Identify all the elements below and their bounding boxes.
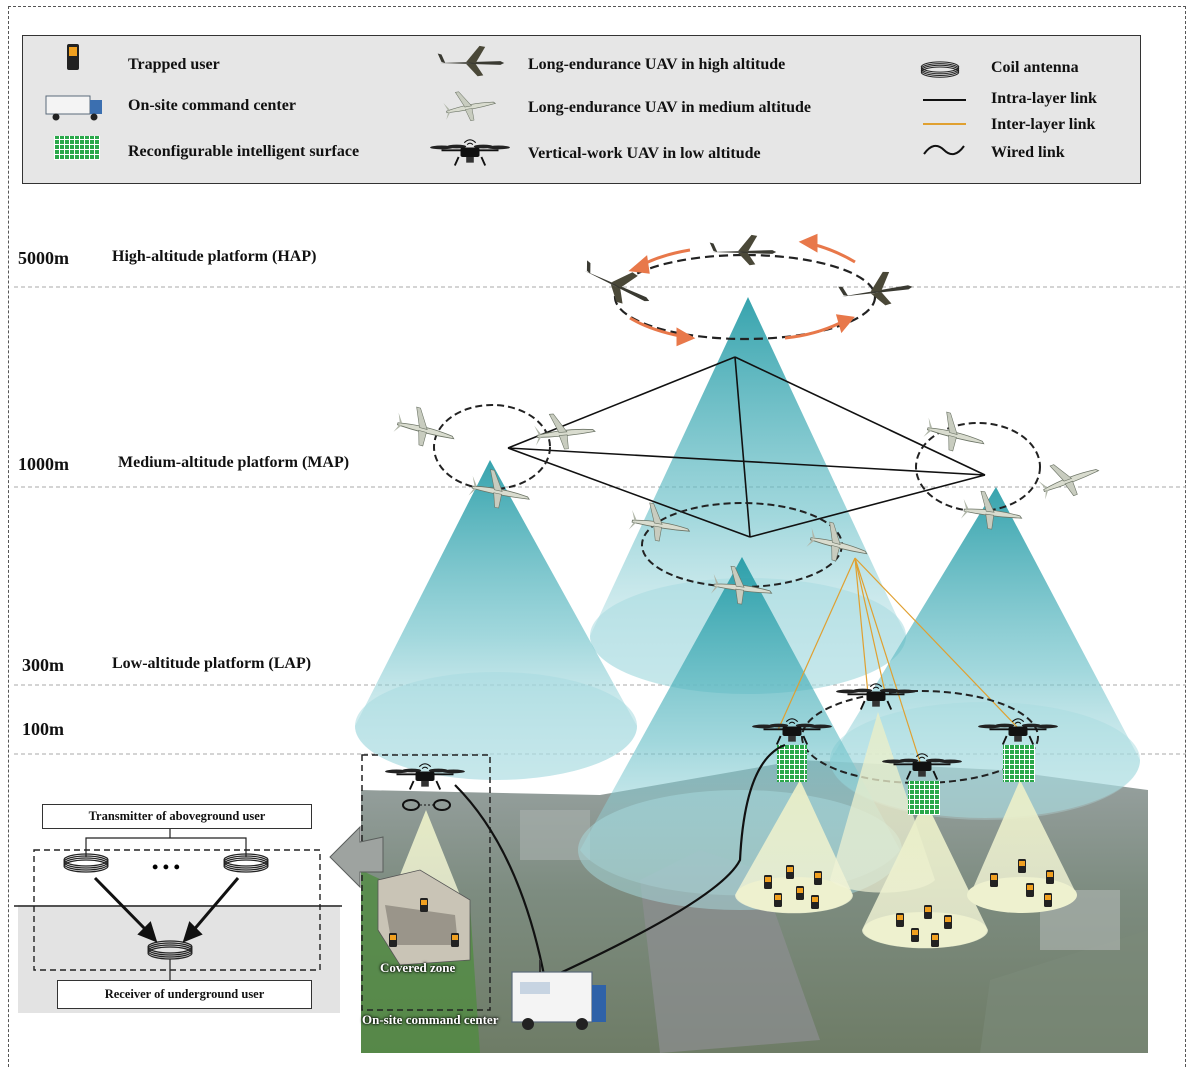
map-uav-1	[391, 402, 460, 454]
intra-layer-links	[507, 356, 986, 538]
command-center-truck	[511, 960, 606, 1030]
ris-panel-1	[777, 745, 807, 782]
legend-lap-uav: Vertical-work UAV in low altitude	[528, 145, 761, 162]
legend-box: Trapped user On-site command center Reco…	[22, 35, 1141, 184]
legend-coil-antenna: Coil antenna	[991, 59, 1079, 76]
zoom-arrow	[329, 825, 384, 889]
legend-coil-icon	[920, 61, 960, 78]
lap-cone-3	[862, 800, 988, 949]
level-5000m-altitude: 5000m	[18, 248, 69, 268]
map-left-coverage	[355, 672, 637, 780]
legend-wired-link: Wired link	[991, 144, 1065, 161]
inset-ellipsis: • • •	[152, 857, 180, 877]
hap-uav-2	[709, 234, 777, 266]
command-center-label: On-site command center	[362, 1012, 499, 1027]
wired-link	[454, 743, 786, 982]
level-map-name: Medium-altitude platform (MAP)	[118, 454, 350, 471]
legend-lap-uav-icon	[429, 138, 511, 167]
level-hap-name: High-altitude platform (HAP)	[112, 248, 317, 265]
level-300m-altitude: 300m	[22, 655, 64, 675]
map-right-orbit	[915, 422, 1041, 512]
legend-trapped-user: Trapped user	[128, 56, 220, 73]
ris-panel-3	[1003, 745, 1035, 782]
inset-dashed-box	[33, 849, 321, 971]
legend-intra-layer-link: Intra-layer link	[991, 90, 1097, 107]
hap-uav-3	[837, 268, 915, 312]
covered-zone-label: Covered zone	[380, 960, 456, 975]
legend-wired-link-icon	[923, 144, 965, 156]
collapsed-building	[377, 869, 471, 966]
ris-panel-2	[908, 781, 940, 815]
covered-zone-coils	[402, 799, 451, 811]
legend-inter-layer-link: Inter-layer link	[991, 116, 1096, 133]
level-100m-altitude: 100m	[22, 719, 64, 739]
legend-map-uav-icon	[441, 85, 498, 126]
legend-hap-uav: Long-endurance UAV in high altitude	[528, 56, 786, 73]
map-right-coverage	[830, 702, 1140, 818]
orbit-arrows	[628, 233, 856, 347]
legend-command-center: On-site command center	[128, 97, 296, 114]
receiver-label: Receiver of underground user	[57, 980, 312, 1009]
level-1000m-altitude: 1000m	[18, 454, 69, 474]
legend-truck-icon	[45, 95, 102, 121]
legend-hap-uav-icon	[437, 45, 505, 77]
transmitter-label: Transmitter of aboveground user	[42, 804, 312, 829]
inset-tx-wires	[85, 829, 247, 857]
legend-ris-icon	[54, 136, 100, 160]
legend-ris: Reconfigurable intelligent surface	[128, 143, 360, 160]
level-lap-name: Low-altitude platform (LAP)	[112, 655, 312, 672]
covered-zone-box	[361, 754, 491, 1011]
lap-cone-3-area	[863, 912, 987, 948]
inset-arrows	[93, 876, 240, 943]
figure-frame	[8, 6, 1186, 1067]
lap-cone-4-area	[967, 877, 1077, 913]
map-uav-5	[1034, 450, 1105, 506]
legend-phone-icon	[67, 44, 79, 70]
legend-map-uav: Long-endurance UAV in medium altitude	[528, 99, 811, 116]
